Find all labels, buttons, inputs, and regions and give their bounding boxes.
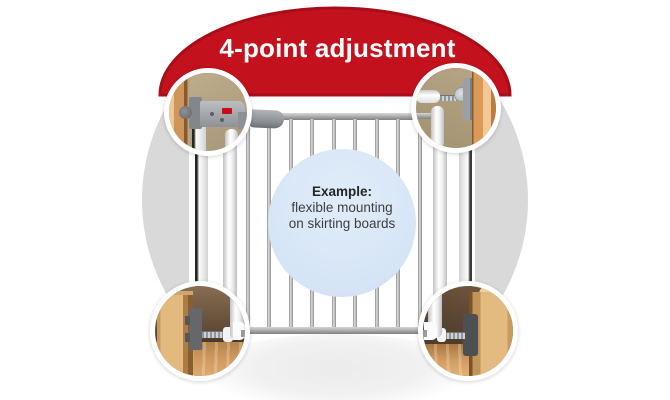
threaded-spindle (445, 332, 465, 339)
gate-bar-stub (241, 330, 245, 337)
screw-dot (210, 112, 214, 116)
example-bubble: Example: flexible mounting on skirting b… (268, 149, 416, 297)
callout-bottom-left-skirting-mount (150, 281, 250, 381)
callout-top-left-wall-clamp (164, 68, 252, 156)
spindle-collar (437, 328, 446, 342)
mount-plate (463, 78, 472, 120)
right-wall-rod (459, 136, 472, 326)
skirting-board-top-edge (157, 291, 193, 296)
clamp-back-plate (189, 97, 202, 129)
threaded-spindle (440, 95, 464, 101)
adjustment-knob (179, 106, 192, 119)
clamp-arm (200, 101, 245, 127)
bracket-wing (185, 316, 190, 325)
callout-top-right-spindle-mount (411, 63, 501, 153)
example-line-1: flexible mounting (291, 200, 393, 215)
wall-rod-stub (192, 127, 206, 151)
threaded-spindle (202, 331, 226, 338)
tube-horizontal-stub (416, 90, 440, 103)
gate-top-bar (240, 113, 448, 120)
spindle-collar (223, 327, 233, 342)
gate-bar (246, 119, 250, 328)
screw-dot (220, 118, 224, 122)
gate-bar-stub (423, 330, 427, 337)
gate-tube-stub (431, 106, 444, 148)
tube-t-joint (424, 322, 437, 340)
example-heading: Example: (311, 184, 373, 199)
gate-tube-stub (225, 129, 238, 151)
gate-bottom-bar (222, 327, 454, 334)
banner-title: 4-point adjustment (219, 33, 456, 63)
callout-bottom-right-skirting-mount (418, 281, 518, 381)
handle-stub (238, 112, 247, 129)
left-wall-rod (195, 132, 208, 330)
gate-bar (418, 119, 422, 328)
wall-bracket (463, 314, 478, 356)
example-line-2: on skirting boards (288, 216, 396, 231)
bracket-wing (185, 333, 190, 342)
brand-label (222, 108, 232, 114)
door-frame-wood (472, 68, 496, 148)
wall-bracket (189, 308, 202, 350)
gate-bar-stub (416, 113, 438, 119)
gate-handle (248, 109, 285, 129)
